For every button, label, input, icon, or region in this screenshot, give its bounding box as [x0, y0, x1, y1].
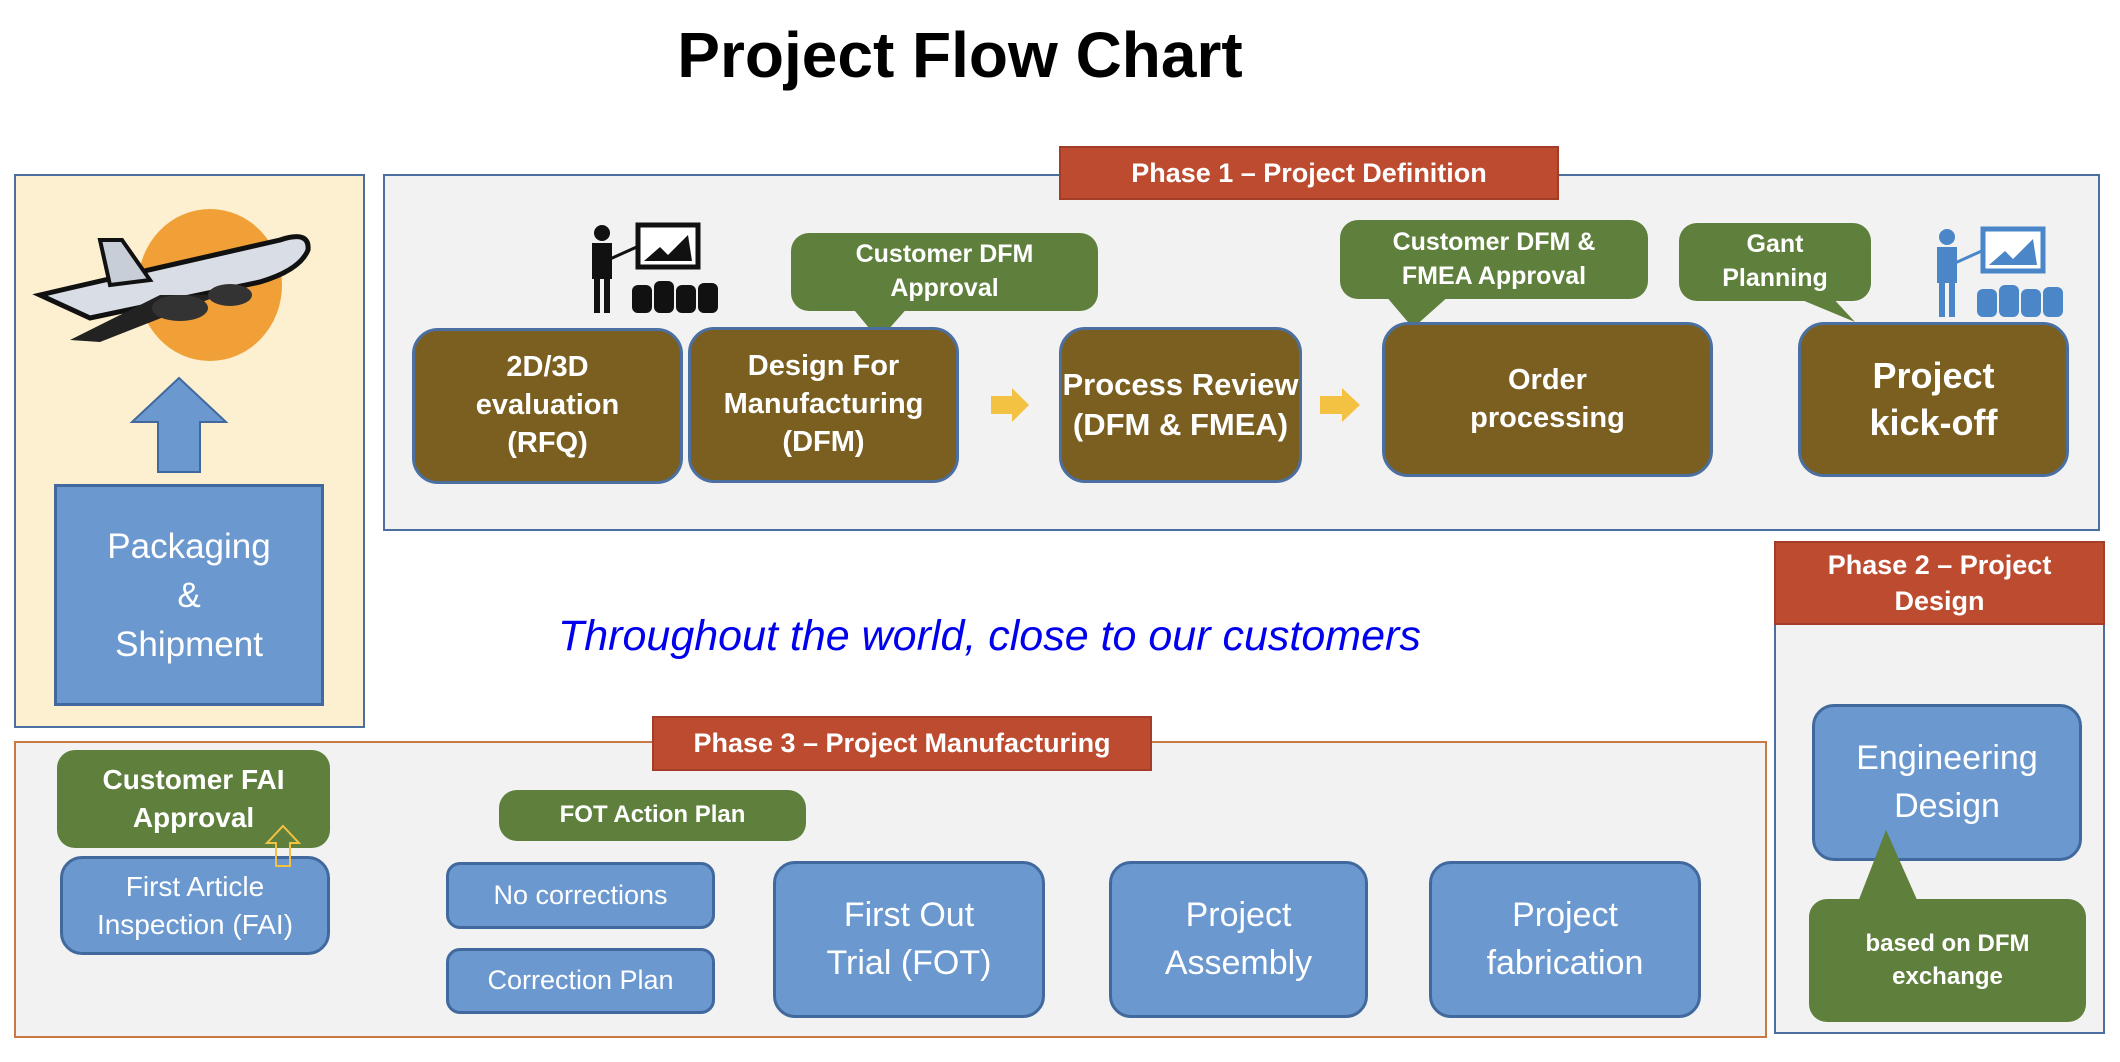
callout-text: Customer DFM: [855, 240, 1034, 269]
step-process-review[interactable]: Process Review (DFM & FMEA): [1059, 327, 1302, 483]
step-correction-plan[interactable]: Correction Plan: [446, 948, 715, 1014]
step-rfq-evaluation[interactable]: 2D/3D evaluation (RFQ): [412, 328, 683, 484]
arrow-right-icon: [991, 388, 1029, 422]
airplane-icon: [32, 209, 311, 361]
step-order-processing[interactable]: Order processing: [1382, 322, 1713, 477]
step-text: Design: [1894, 786, 2000, 825]
step-text: First Article: [125, 870, 265, 902]
step-text: Process Review: [1062, 366, 1299, 402]
callout-text: FMEA Approval: [1401, 261, 1587, 290]
phase2-label-text: Design: [1894, 586, 1985, 616]
ampersand-label: &: [177, 575, 201, 615]
step-text: Project: [1872, 354, 1995, 396]
step-text: Order: [1508, 363, 1587, 396]
callout-text: Customer FAI: [102, 764, 285, 796]
packaging-shipment-box[interactable]: Packaging & Shipment: [54, 484, 324, 706]
callout-dfm-exchange: based on DFM exchange: [1809, 899, 2086, 1022]
step-text: Trial (FOT): [826, 943, 992, 982]
step-project-kickoff[interactable]: Project kick-off: [1798, 322, 2069, 477]
step-text: fabrication: [1486, 943, 1644, 982]
up-arrow-icon: [129, 376, 229, 473]
callout-text: Planning: [1722, 264, 1828, 292]
step-text: Design For: [747, 350, 900, 383]
callout-customer-fai-approval: Customer FAI Approval: [57, 750, 330, 848]
callout-text: Customer DFM &: [1392, 227, 1596, 256]
callout-text: exchange: [1892, 962, 2003, 990]
step-text: kick-off: [1869, 401, 1998, 443]
step-text: (DFM & FMEA): [1072, 407, 1289, 442]
callout-text: Gant: [1746, 230, 1804, 259]
arrow-right-icon: [1320, 388, 1360, 422]
callout-customer-dfm-fmea-approval: Customer DFM & FMEA Approval: [1340, 220, 1648, 299]
packaging-label: Packaging: [107, 526, 271, 566]
callout-text: Approval: [890, 274, 999, 302]
phase2-label-text: Phase 2 – Project: [1827, 549, 2052, 580]
step-text: Project: [1512, 895, 1618, 934]
step-text: Inspection (FAI): [96, 908, 294, 940]
step-text: evaluation: [475, 389, 620, 422]
step-text: 2D/3D: [506, 351, 589, 384]
phase1-label: Phase 1 – Project Definition: [1059, 146, 1559, 200]
step-text: First Out: [843, 895, 975, 934]
step-text: Assembly: [1164, 943, 1313, 982]
step-text: Engineering: [1856, 738, 2038, 777]
callout-text: based on DFM: [1865, 930, 2030, 958]
step-project-fabrication[interactable]: Project fabrication: [1429, 861, 1701, 1018]
step-text: processing: [1470, 401, 1625, 434]
step-text: Manufacturing: [723, 388, 924, 421]
phase3-label: Phase 3 – Project Manufacturing: [652, 716, 1152, 771]
step-text: Project: [1185, 895, 1292, 934]
presenter-blue-icon: [1937, 226, 2063, 317]
step-text: (DFM): [782, 425, 865, 458]
up-arrow-outline-icon: [264, 824, 302, 867]
shipment-label: Shipment: [115, 624, 263, 664]
presenter-icon: [592, 222, 718, 313]
page-title: Project Flow Chart: [677, 19, 1243, 91]
step-no-corrections[interactable]: No corrections: [446, 862, 715, 929]
callout-fot-action-plan: FOT Action Plan: [499, 790, 806, 841]
callout-customer-dfm-approval: Customer DFM Approval: [791, 233, 1098, 311]
callout-text: Approval: [132, 802, 255, 833]
tagline: Throughout the world, close to our custo…: [558, 612, 1421, 660]
step-text: (RFQ): [507, 426, 588, 459]
